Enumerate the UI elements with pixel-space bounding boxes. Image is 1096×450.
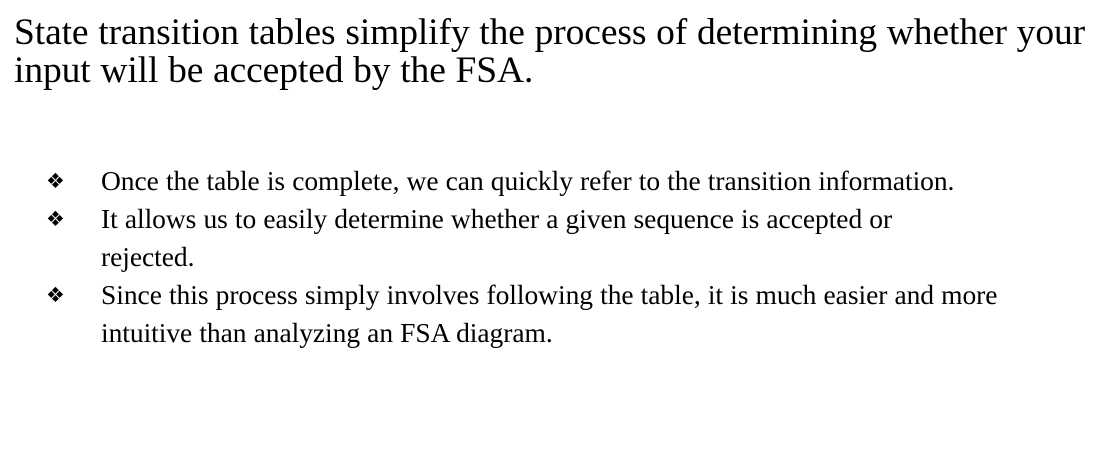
diamond-bullet-icon: ❖	[46, 283, 65, 307]
page-title: State transition tables simplify the pro…	[14, 12, 1086, 91]
diamond-bullet-icon: ❖	[46, 169, 65, 193]
diamond-bullet-icon: ❖	[46, 207, 65, 231]
list-item-text: Since this process simply involves follo…	[101, 279, 998, 348]
list-item: ❖ Since this process simply involves fol…	[0, 276, 1096, 352]
list-item: ❖ It allows us to easily determine wheth…	[0, 200, 1096, 276]
list-item: ❖ Once the table is complete, we can qui…	[0, 162, 1096, 200]
list-item-text: It allows us to easily determine whether…	[101, 203, 893, 272]
list-item-text: Once the table is complete, we can quick…	[101, 165, 955, 196]
bullet-list: ❖ Once the table is complete, we can qui…	[0, 162, 1096, 352]
